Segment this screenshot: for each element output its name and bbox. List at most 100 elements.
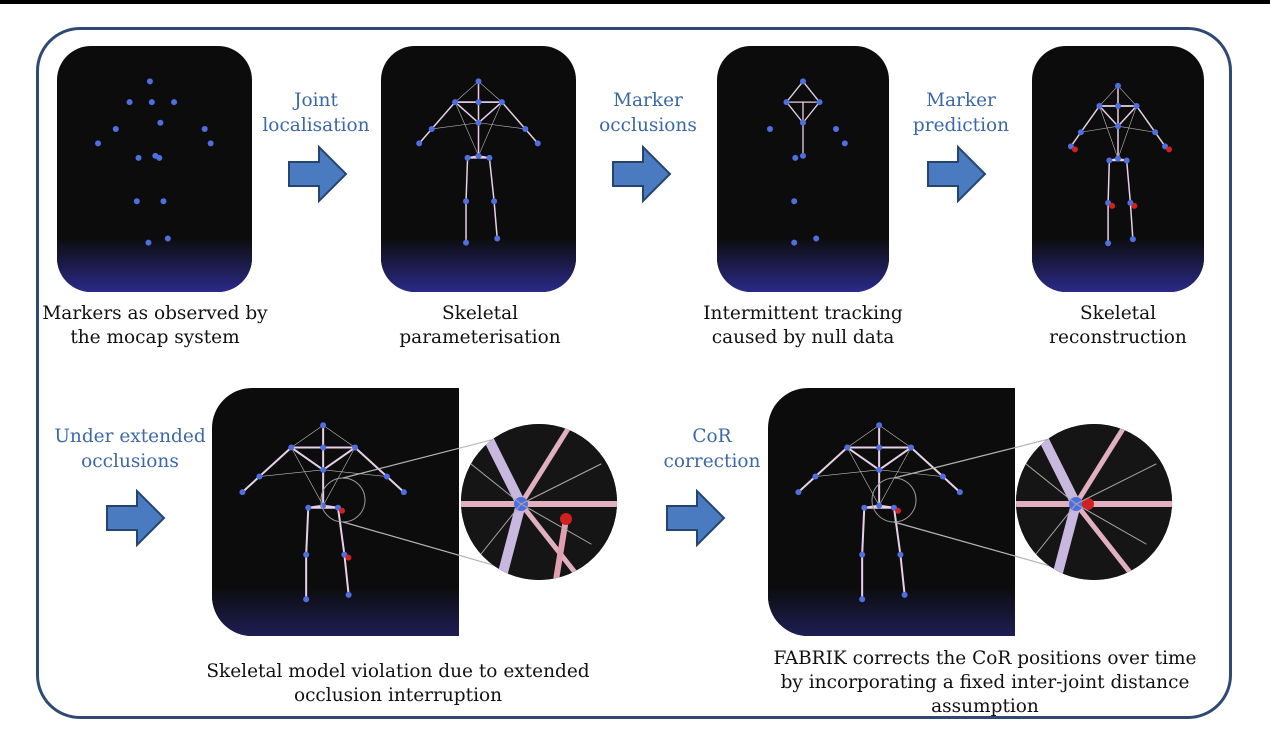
arrow-right-icon [612,144,672,204]
marker-dot [352,444,359,451]
fabrik-correction-image [768,422,1015,636]
marker-dot [1115,103,1121,110]
marker-dot [876,444,883,451]
marker-dot [1071,146,1078,153]
marker-dot [876,466,883,473]
marker-dot [320,422,327,429]
marker-dot [452,99,459,106]
caption-skeletal-reconstruction: Skeletal reconstruction [1049,303,1187,348]
marker-dot [1109,202,1116,209]
step-marker-prediction: Marker prediction [912,90,1010,136]
marker-dot [861,504,868,511]
marker-dot [895,507,902,514]
marker-dot [256,473,263,480]
marker-dot [475,119,482,126]
zoom-corrected-image [1016,424,1172,580]
marker-dot [795,489,802,496]
caption-model-violation: Skeletal model violation due to extended… [206,661,590,706]
panel-skeletal-reconstruction [1032,46,1204,292]
zoom-circle-corrected [1016,424,1172,580]
marker-dot [164,235,171,242]
marker-dot [1096,103,1103,110]
marker-dot [135,154,142,161]
marker-dot [783,99,790,106]
top-rule [0,0,1270,4]
marker-dot [428,125,435,132]
marker-dot [1133,103,1140,110]
marker-dot [160,198,167,205]
marker-dot [126,99,133,106]
marker-dot [498,99,505,106]
caption-skeletal-parameterisation: Skeletal parameterisation [399,303,561,348]
arrow-right-icon [288,144,348,204]
marker-dot [859,551,866,558]
marker-dot [475,78,482,85]
panel-intermittent-tracking [717,46,889,292]
marker-dot [956,489,963,496]
marker-dot [157,119,164,126]
marker-dot [201,125,208,132]
marker-dot [239,489,246,496]
marker-dot [812,473,819,480]
marker-dot [800,119,806,126]
marker-dot [897,551,904,558]
marker-dot [1115,155,1121,162]
marker-dot [1152,129,1159,136]
caption-fabrik-correction: FABRIK corrects the CoR positions over t… [773,648,1197,717]
marker-dot [463,239,470,246]
marker-dot [464,154,471,161]
marker-dot [1129,236,1136,243]
figure-frame [36,27,1232,719]
marker-dot [833,125,840,132]
skeletal-parameterisation-image [381,78,576,292]
marker-dot [901,591,908,598]
marker-dot [813,235,820,242]
marker-dot [475,152,482,159]
step-joint-localisation: Joint localisation [262,90,370,136]
marker-dot [303,596,310,603]
raw-markers-image [57,78,252,292]
marker-dot [859,596,866,603]
caption-intermittent-tracking: Intermittent tracking caused by null dat… [703,303,903,348]
caption-raw-markers: Markers as observed by the mocap system [42,303,268,348]
marker-dot [876,422,883,429]
marker-dot [792,154,799,161]
marker-dot [560,513,572,525]
marker-dot [146,78,153,85]
marker-dot [939,473,946,480]
marker-dot [491,198,498,205]
step-marker-occlusions: Marker occlusions [599,90,697,136]
marker-dot [383,473,390,480]
marker-dot [1082,498,1094,510]
zoom-violation-image [461,424,617,580]
marker-dot [320,444,327,451]
marker-dot [303,551,310,558]
intermittent-tracking-image [717,78,889,292]
marker-dot [133,198,140,205]
step-cor-correction: CoR correction [663,426,761,472]
marker-dot [800,78,806,85]
panel-skeletal-parameterisation [381,46,576,292]
marker-dot [486,154,493,161]
marker-dot [1077,129,1084,136]
marker-dot [320,466,327,473]
marker-dot [844,444,851,451]
step-under-extended-occlusions: Under extended occlusions [54,426,206,472]
marker-dot [816,99,823,106]
marker-dot [1106,157,1113,164]
skeletal-reconstruction-image [1032,82,1204,292]
marker-dot [345,591,352,598]
marker-dot [522,125,529,132]
marker-dot [1115,82,1121,89]
marker-dot [1123,157,1130,164]
marker-dot [207,140,214,147]
panel-fabrik-correction [768,388,1015,636]
marker-dot [305,504,312,511]
marker-dot [841,140,848,147]
marker-dot [339,507,346,514]
marker-dot [148,99,155,106]
marker-dot [534,140,541,147]
arrow-right-icon [666,488,726,548]
marker-dot [171,99,178,106]
marker-dot [288,444,295,451]
